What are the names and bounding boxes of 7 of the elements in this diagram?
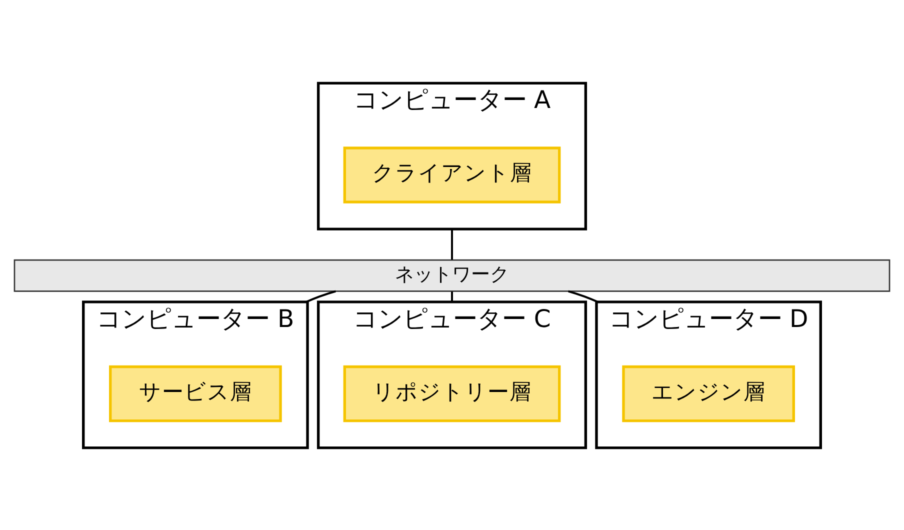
connector (450, 291, 454, 302)
connector (450, 228, 454, 260)
node-box: サービス層 (109, 364, 282, 422)
node-box: エンジン層 (622, 364, 795, 422)
node-box: リポジトリー層 (343, 364, 561, 422)
node-box: ネットワーク (14, 258, 890, 292)
node-box: クライアント層 (343, 146, 561, 203)
